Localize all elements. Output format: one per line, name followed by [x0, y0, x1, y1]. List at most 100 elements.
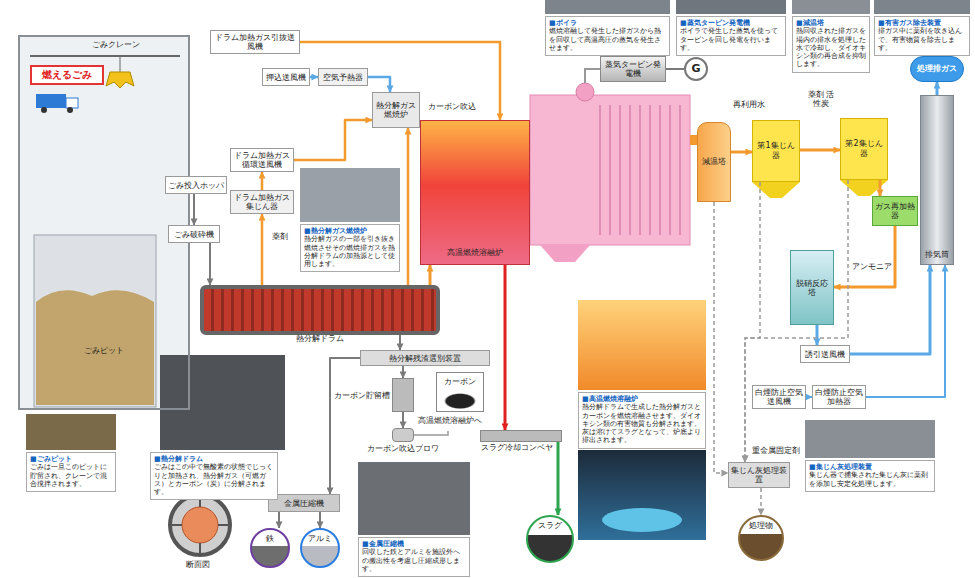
equipment-label: 第2集じん器: [843, 139, 885, 158]
equipment-label: カーボン貯留槽: [334, 391, 390, 400]
collector-hopper: [752, 182, 800, 198]
caption-body: 燃焼溶融して発生した排ガスから熱を回収して高温高圧の蒸気を発生させます。: [549, 27, 666, 51]
caption-body: ボイラで発生した蒸気を使ってタービンを回し発電を行います。: [680, 27, 782, 51]
exhaust-gas-badge: 処理排ガス: [910, 56, 964, 82]
truck-body: [36, 94, 66, 108]
equipment-box: 熱分解残渣選別装置: [360, 350, 490, 366]
equipment-label: ごみ破砕機: [174, 230, 214, 239]
carbon-feed-line: [414, 431, 448, 435]
stack: 排気筒: [920, 95, 954, 265]
plain-label: ごみクレーン: [92, 40, 140, 49]
flow-connector: [402, 412, 404, 428]
equipment-label: 熱分解ドラム: [296, 334, 344, 344]
burnable-waste-box: 燃えるごみ: [30, 65, 104, 85]
flow-connector: [731, 151, 752, 154]
flow-connector: [429, 265, 432, 285]
caption-box: ■熱分解ガス燃焼炉熱分解ガスの一部を引き抜き燃焼させその燃焼排ガスを熱分解ドラム…: [300, 224, 400, 272]
dust-collector: 第2集じん器: [840, 118, 888, 180]
plain-label: カーボン吹込: [428, 102, 476, 111]
carbon-silo: カーボン貯留槽: [392, 378, 414, 412]
caption-heading: ■高温燃焼溶融炉: [582, 395, 702, 403]
equipment-label: 蒸気タービン発電機: [603, 60, 663, 78]
flow-connector: [745, 180, 848, 462]
flow-connector: [261, 172, 264, 190]
conveyor: スラグ冷却コンベヤ: [480, 430, 562, 442]
caption-body: 熱分解ドラムで生成した熱分解ガスとカーボンを燃焼溶融させます。ダイオキシン類の有…: [582, 403, 702, 444]
equipment-label: ガス再加熱器: [875, 202, 915, 220]
caption-box: ■有害ガス除去装置排ガス中に薬剤を吹き込んで、有害物質を除去します。: [874, 16, 970, 56]
plain-label: 薬剤: [272, 232, 288, 241]
dust-collector: 第1集じん器: [752, 120, 800, 182]
collector-hopper: [840, 180, 888, 196]
equipment-label: アルミ: [308, 534, 332, 544]
caption-box: ■ごみピットごみは一旦このピットに貯留され、クレーンで混合撹拌されます。: [26, 452, 116, 492]
plain-label: 重金属固定剤: [752, 446, 800, 455]
truck-wheel: [41, 107, 47, 113]
caption-heading: ■減温塔: [796, 19, 866, 27]
blower: カーボン吹込ブロワ: [392, 428, 414, 442]
drum-section: [170, 495, 230, 555]
flow-connector: [209, 243, 211, 285]
flow-connector: [866, 265, 945, 397]
drum-section-lifters: [170, 495, 230, 555]
equipment-label: 集じん灰処理装置: [731, 466, 787, 484]
pit-building: [18, 35, 190, 410]
photo: [874, 0, 970, 14]
caption-body: 排ガス中に薬剤を吹き込んで、有害物質を除去します。: [878, 27, 966, 51]
caption-heading: ■熱分解ガス燃焼炉: [304, 227, 396, 235]
equipment-label: 白煙防止空気加熱器: [815, 388, 863, 406]
equipment-label: ごみピット: [84, 346, 124, 356]
flow-connector: [310, 76, 318, 79]
cooling-tower: 減温塔: [697, 122, 731, 202]
equipment-label: 第1集じん器: [755, 141, 797, 160]
caption-heading: ■ごみピット: [30, 455, 112, 463]
crane-cable: [120, 56, 121, 72]
equipment-box: 誘引送風機: [800, 345, 850, 363]
equipment-box: ドラム加熱ガス引抜送風機: [210, 30, 300, 54]
plain-label: 断面図: [186, 560, 210, 569]
caption-box: ■減温塔熱回収された排ガスを場内の排水を処理した水で冷却し、ダイオキシン類の再合…: [792, 16, 870, 73]
gas-reheater: ガス再加熱器: [872, 196, 918, 226]
boiler-tubes: [600, 105, 680, 235]
flow-connector: [278, 512, 280, 528]
plain-label: 高温燃焼溶融炉へ: [418, 416, 482, 425]
equipment-label: カーボン: [444, 377, 476, 386]
pit-interior: [34, 235, 156, 407]
equipment-label: カーボン吹込ブロワ: [367, 444, 439, 453]
caption-heading: ■熱分解ドラム: [154, 455, 274, 463]
equipment-label: G: [691, 62, 700, 75]
equipment-label: 処理物: [749, 521, 773, 531]
equipment-label: 高温燃焼溶融炉: [447, 248, 503, 258]
equipment-label: 熱分解ガス燃焼炉: [375, 101, 417, 119]
photo: [26, 414, 116, 450]
equipment-label: 空気予熱器: [323, 73, 363, 82]
flow-connector: [834, 226, 895, 287]
truck-cab: [66, 98, 78, 108]
photo: [300, 168, 400, 222]
flow-connector: [261, 214, 264, 285]
steam-drum: [576, 83, 594, 101]
photo: [545, 0, 670, 14]
equipment-label: 排気筒: [925, 250, 949, 260]
flow-connector: [402, 366, 404, 378]
caption-box: ■金属圧縮機回収した鉄とアルミを施設外への搬出性を考慮し圧縮成形します。: [358, 537, 470, 577]
caption-box: ■ボイラ燃焼溶融して発生した排ガスから熱を回収して高温高圧の蒸気を発生させます。: [545, 16, 670, 56]
equipment-label: ドラム加熱ガス循環送風機: [233, 151, 291, 169]
photo: [160, 355, 285, 450]
flow-connector: [816, 325, 819, 345]
equipment-box: 集じん灰処理装置: [728, 462, 790, 488]
flow-connector: [504, 265, 507, 430]
caption-body: ごみはこの中で無酸素の状態でじっくりと加熱され、熱分解ガス（可燃ガス）とカーボン…: [154, 463, 274, 496]
caption-body: ごみは一旦このピットに貯留され、クレーンで混合撹拌されます。: [30, 463, 112, 487]
equipment-box: ドラム加熱ガス循環送風機: [230, 148, 294, 172]
drum-section-core: [182, 507, 218, 543]
flow-connector: [666, 68, 684, 70]
flue-gas-pipe: [690, 135, 697, 145]
denox-tower: 脱硝反応塔: [790, 250, 834, 325]
photo: [676, 0, 786, 14]
pyrolysis-drum: 熱分解ドラム: [200, 285, 440, 335]
caption-heading: ■蒸気タービン発電機: [680, 19, 782, 27]
equipment-label: 燃えるごみ: [42, 69, 92, 81]
caption-body: 熱回収された排ガスを場内の排水を処理した水で冷却し、ダイオキシン類の再合成を抑制…: [796, 27, 866, 68]
equipment-label: ドラム加熱ガス引抜送風機: [213, 33, 297, 51]
